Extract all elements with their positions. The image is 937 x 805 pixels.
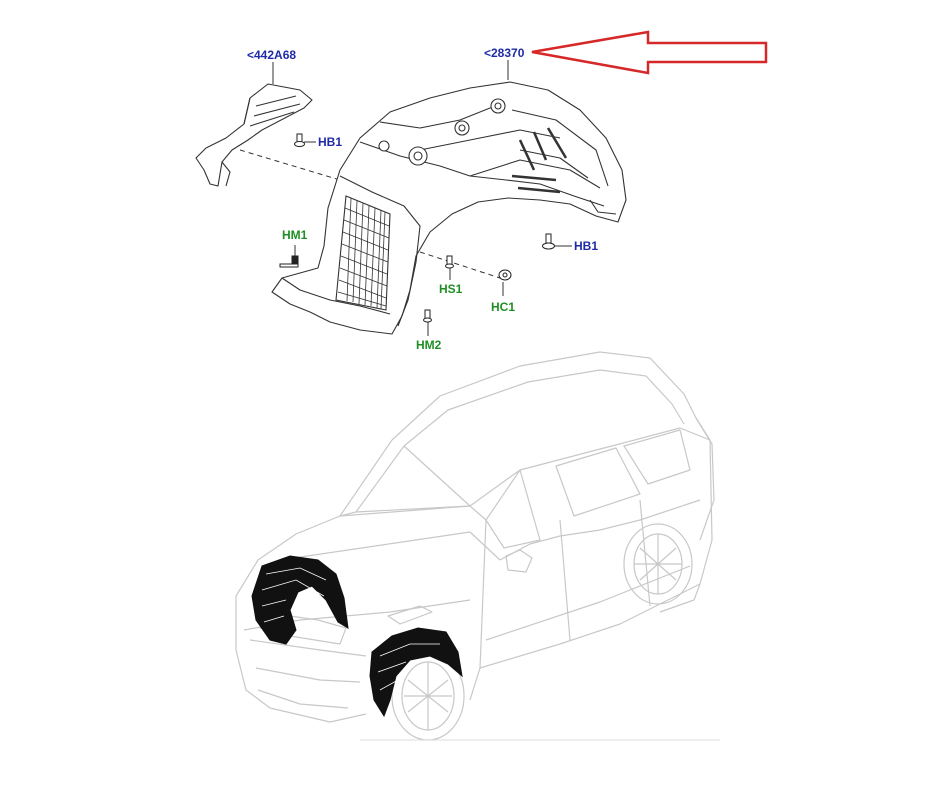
label-splash-shield: <442A68	[247, 48, 297, 62]
highlighted-liner-detail	[261, 567, 440, 691]
label-hs1: HS1	[439, 282, 463, 296]
fastener-hm1	[279, 255, 299, 268]
highlighted-liner-on-vehicle	[251, 555, 463, 718]
splash-shield-part	[195, 83, 313, 187]
vehicle-outline	[235, 351, 715, 741]
fastener-hb1-right	[542, 233, 555, 250]
wheelhouse-liner-part	[271, 81, 627, 335]
label-hb1-right: HB1	[574, 239, 599, 253]
fastener-hm2	[423, 309, 432, 323]
leader-lines	[239, 60, 572, 336]
fastener-hc1	[498, 269, 512, 281]
label-hb1-top: HB1	[318, 135, 343, 149]
fastener-hs1	[445, 255, 454, 269]
liner-mesh-panel	[335, 195, 391, 311]
fastener-hb1-top	[294, 133, 305, 147]
label-wheelhouse-liner: <28370	[484, 46, 525, 60]
label-hm1: HM1	[282, 228, 308, 242]
label-hm2: HM2	[416, 338, 442, 352]
pointer-arrow	[531, 30, 768, 75]
label-hc1: HC1	[491, 300, 516, 314]
